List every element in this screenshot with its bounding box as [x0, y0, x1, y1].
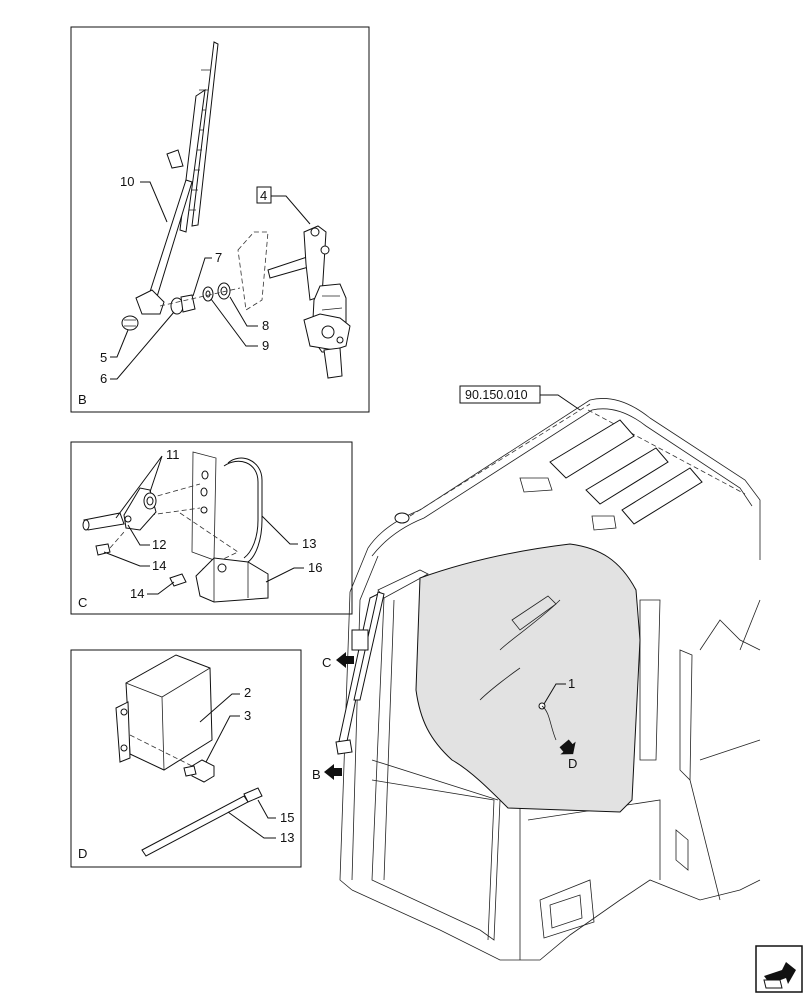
- arrow-right-icon: [336, 652, 354, 668]
- arrow-right-icon: [324, 764, 342, 780]
- callout-15: 15: [280, 810, 294, 825]
- washer-hose: [227, 457, 263, 563]
- callout-1: 1: [568, 676, 575, 691]
- view-marker-d: D: [559, 739, 577, 771]
- callout-14-lower: 14: [130, 586, 144, 601]
- view-marker-c: C: [322, 652, 354, 670]
- panel-b-callouts: 4 10 7 8 9 5 6: [100, 174, 311, 386]
- callout-11: 11: [166, 447, 180, 462]
- wiper-motor: [267, 225, 351, 379]
- nozzle-cover: [195, 557, 269, 603]
- callout-3: 3: [244, 708, 251, 723]
- callout-4-box: [256, 186, 272, 204]
- callout-6: 6: [100, 371, 107, 386]
- callout-12: 12: [152, 537, 166, 552]
- panel-b: B: [70, 26, 370, 413]
- mounting-bolt: [183, 759, 215, 783]
- windshield-glass: [415, 543, 641, 813]
- cab-drawing: 90.150.010: [312, 385, 761, 961]
- callout-13-d: 13: [280, 830, 294, 845]
- wiper-arm: [121, 179, 193, 331]
- panel-c: C 11: [70, 441, 353, 615]
- callout-14-upper: 14: [152, 558, 166, 573]
- callout-13: 13: [302, 536, 316, 551]
- reference-code: 90.150.010: [465, 388, 528, 402]
- controller-module: [115, 654, 213, 771]
- callout-10: 10: [120, 174, 134, 189]
- washer-nozzle: [82, 487, 157, 556]
- view-marker-b-label: B: [312, 767, 321, 782]
- cab-roof: [367, 398, 761, 560]
- cab-wiper-arm: [335, 591, 385, 755]
- view-marker-c-label: C: [322, 655, 331, 670]
- mount-plate-outline: [237, 231, 269, 311]
- callout-4: 4: [260, 188, 267, 203]
- inner-wiper: [511, 595, 557, 631]
- cab-body: [339, 547, 761, 961]
- callout-5: 5: [100, 350, 107, 365]
- callout-8: 8: [262, 318, 269, 333]
- wiper-washers: [159, 282, 241, 315]
- panel-d-callouts: 2 3 15 13: [199, 685, 294, 845]
- view-marker-b: B: [312, 764, 342, 782]
- arrow-down-icon: [559, 739, 576, 755]
- callout-9: 9: [262, 338, 269, 353]
- panel-d-letter: D: [78, 846, 87, 861]
- sensor-rod: [141, 787, 263, 857]
- panel-c-callouts: 11 12 14 14 13 16: [103, 447, 322, 601]
- callout-7: 7: [215, 250, 222, 265]
- view-marker-d-label: D: [568, 756, 577, 771]
- callout-16: 16: [308, 560, 322, 575]
- panel-d: D 2 3 15 13: [70, 649, 302, 868]
- panel-b-letter: B: [78, 392, 87, 407]
- next-page-arrow-icon[interactable]: [755, 945, 803, 993]
- rain-sensor: 1: [538, 676, 575, 741]
- panel-c-letter: C: [78, 595, 87, 610]
- callout-2: 2: [244, 685, 251, 700]
